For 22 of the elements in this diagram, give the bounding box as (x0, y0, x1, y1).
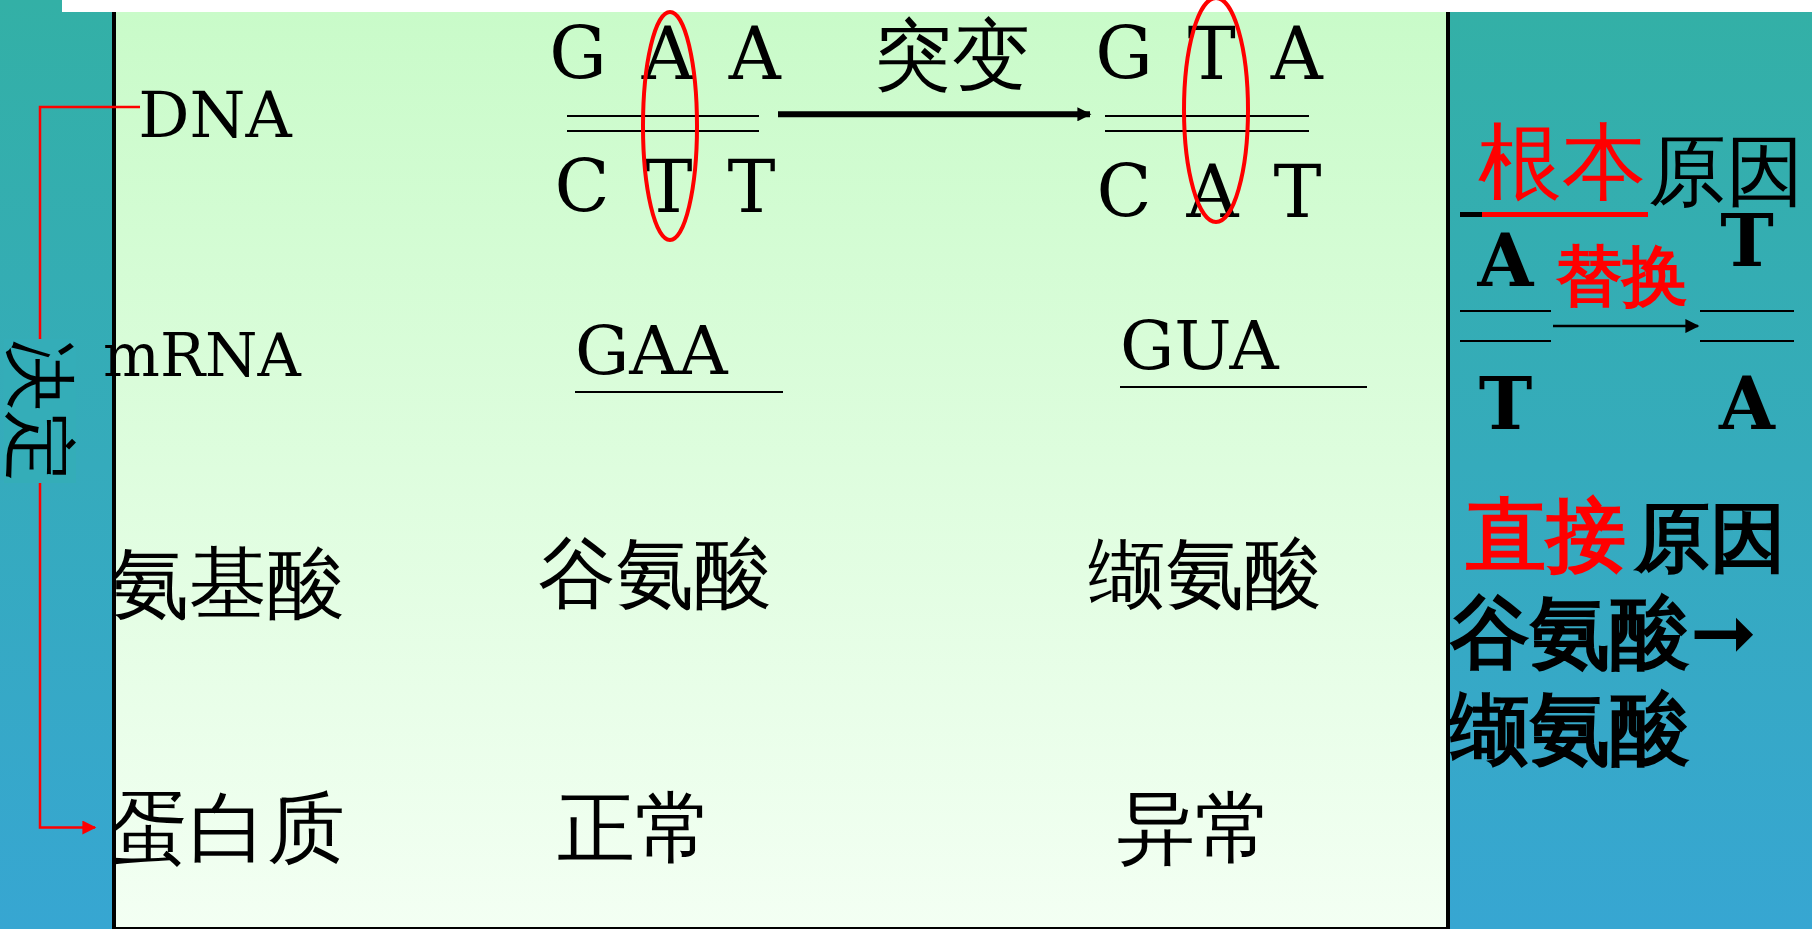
edge-label: 突变 (874, 16, 1030, 95)
base-letter: T (1478, 368, 1533, 440)
codon-text: GAA (575, 317, 783, 393)
codon-text: GUA (1120, 312, 1367, 388)
edge-label: 决定 (4, 339, 76, 484)
term-text: 异常 (1117, 788, 1273, 867)
base-letter: A (1477, 225, 1534, 297)
label-text: 根本 (1478, 112, 1646, 213)
label-text: 原因 (1634, 492, 1786, 584)
term-text: 谷氨酸 (538, 533, 772, 612)
term-text: 正常 (557, 788, 713, 867)
arrow (778, 107, 1092, 122)
term-text: DNA (138, 83, 292, 147)
arrow (1553, 319, 1700, 334)
base-sequence: G T A (1095, 18, 1323, 90)
label-text: 谷氨酸➞缬氨酸 (1450, 585, 1759, 777)
base-letter: A (1719, 368, 1775, 440)
term-text: 氨基酸 (110, 543, 345, 622)
term-text: 蛋白质 (110, 788, 345, 867)
term-text: 缬氨酸 (1088, 533, 1322, 612)
edge-label: 替换 (1555, 244, 1688, 311)
label-text: 直接 (1466, 488, 1626, 584)
